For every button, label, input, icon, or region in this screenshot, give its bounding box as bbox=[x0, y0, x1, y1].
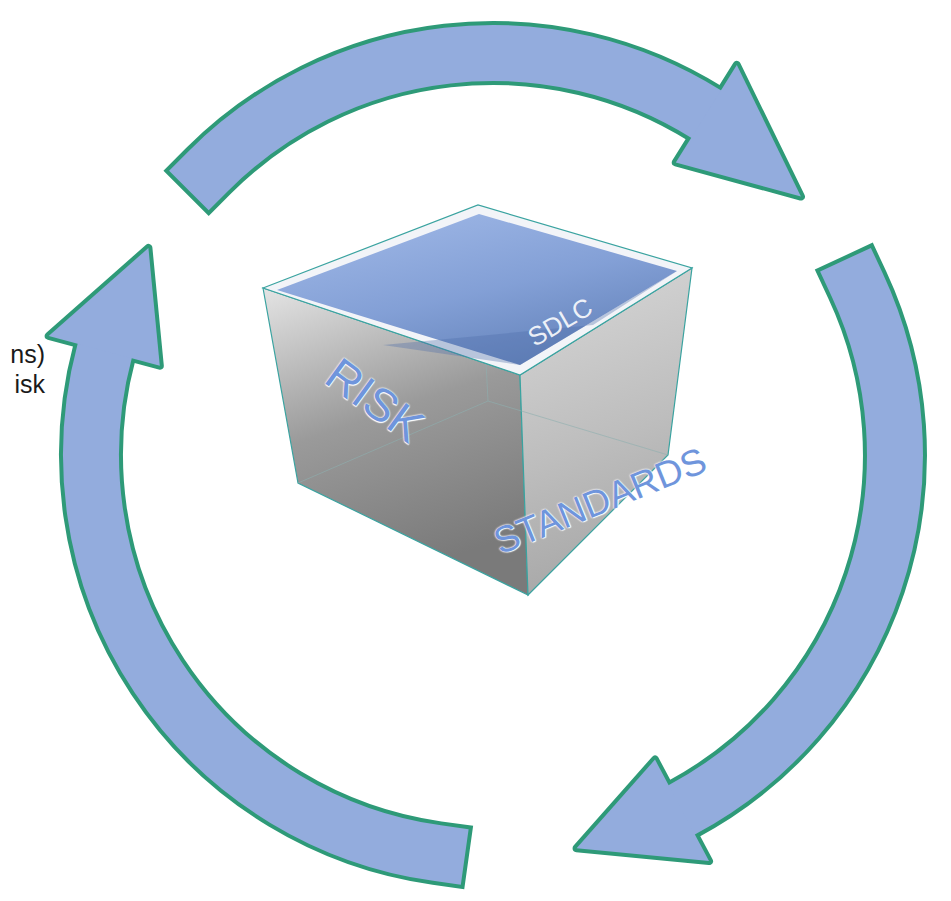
side-note: ns) bbox=[10, 342, 45, 367]
box-node: SDLCRISKSTANDARDS bbox=[263, 205, 692, 595]
side-note: isk bbox=[14, 372, 45, 397]
box-shape bbox=[263, 205, 692, 595]
